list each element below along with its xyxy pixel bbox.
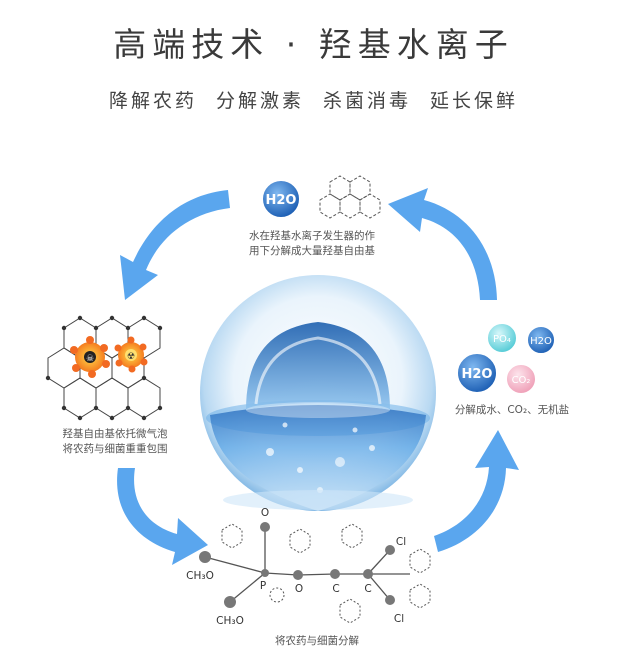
skull-icon: ☠ <box>86 354 94 364</box>
co2-label: CO₂ <box>512 375 531 386</box>
arrow-top-right <box>388 188 497 300</box>
h2o-label-small: H2O <box>530 336 552 347</box>
hydroxyl-lattice-top <box>319 175 381 219</box>
po4-bubble: PO₄ <box>486 322 518 354</box>
po4-label: PO₄ <box>493 334 511 345</box>
atom-ch3o-2: CH₃O <box>216 615 244 627</box>
page-subtitle: 降解农药 分解激素 杀菌消毒 延长保鲜 <box>108 90 519 112</box>
h2o-label-top: H2O <box>266 193 297 208</box>
atom-c-2: C <box>364 583 371 595</box>
atom-o-top: O <box>261 507 269 519</box>
water-sphere <box>200 275 436 511</box>
atom-o-mid: O <box>295 583 303 595</box>
caption-left-line1: 羟基自由基依托微气泡 <box>62 428 168 440</box>
atom-cl-top: Cl <box>396 536 406 548</box>
arrow-top-left <box>120 190 230 300</box>
co2-bubble: CO₂ <box>505 363 537 395</box>
caption-top-line2: 用下分解成大量羟基自由基 <box>249 245 375 257</box>
molecule-rings <box>221 523 431 624</box>
atom-cl-bottom: Cl <box>394 613 404 625</box>
page-title: 高端技术 · 羟基水离子 <box>113 25 514 64</box>
caption-right: 分解成水、CO₂、无机盐 <box>454 404 570 416</box>
caption-top: 水在羟基水离子发生器的作 用下分解成大量羟基自由基 <box>232 229 392 259</box>
radiation-icon: ☢ <box>127 352 135 362</box>
arrow-bottom-left <box>117 468 208 565</box>
virus-cluster-2: ☢ <box>114 336 148 373</box>
h2o-bubble-small: H2O <box>526 325 556 355</box>
h2o-label-right: H2O <box>462 367 493 382</box>
molecule-atoms <box>199 522 395 608</box>
hydroxyl-lattice-left <box>47 317 161 419</box>
molecule-labels: O CH₃O CH₃O P O C C Cl Cl <box>186 507 406 627</box>
arrow-bottom-right <box>434 430 519 552</box>
lattice-nodes-left <box>45 315 163 421</box>
molecule-bonds <box>204 527 410 603</box>
caption-top-line1: 水在羟基水离子发生器的作 <box>249 230 375 242</box>
caption-left: 羟基自由基依托微气泡 将农药与细菌重重包围 <box>40 427 190 457</box>
atom-ch3o-1: CH₃O <box>186 570 214 582</box>
atom-p: P <box>260 580 266 592</box>
h2o-bubble-right: H2O <box>456 352 498 394</box>
caption-left-line2: 将农药与细菌重重包围 <box>62 443 168 455</box>
h2o-bubble-top: H2O <box>261 179 301 219</box>
virus-cluster-1: ☠ <box>70 336 110 378</box>
atom-c-1: C <box>332 583 339 595</box>
cycle-arrows <box>117 188 519 565</box>
caption-bottom: 将农药与细菌分解 <box>275 635 359 647</box>
